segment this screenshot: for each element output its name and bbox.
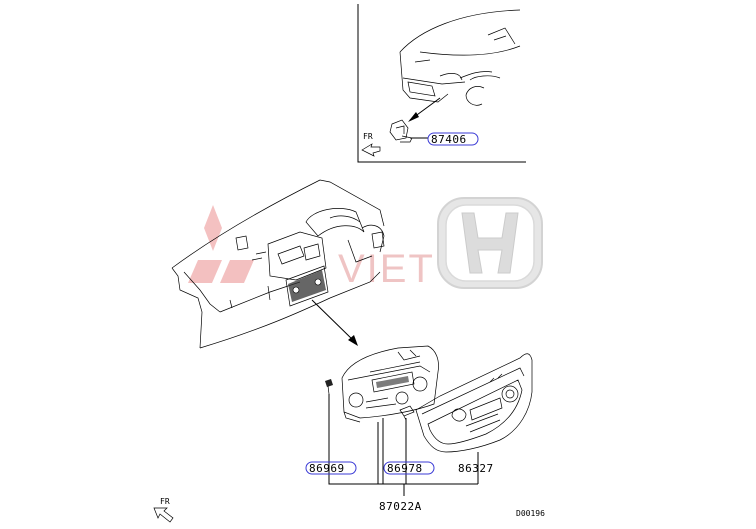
honda-logo xyxy=(437,197,543,289)
screw-part xyxy=(325,379,333,395)
fr-arrow-icon-main xyxy=(153,507,174,523)
bezel-panel xyxy=(415,353,533,453)
part-pill-86978 xyxy=(383,461,435,475)
part-label-86969[interactable]: 86969 xyxy=(309,462,345,475)
heater-control-unit xyxy=(325,345,439,423)
part-pill-87406 xyxy=(427,132,479,146)
part-pill-86969 xyxy=(305,461,357,475)
dashboard-outline xyxy=(171,179,385,349)
callout-lines xyxy=(328,394,479,496)
part-label-86327[interactable]: 86327 xyxy=(458,462,494,475)
detail-arrow xyxy=(311,299,356,343)
car-front-outline xyxy=(399,9,521,106)
clip-part xyxy=(399,405,415,421)
fr-label-inset: FR xyxy=(363,132,373,141)
watermark: VIET xyxy=(188,197,543,291)
inset-box: 87406 FR xyxy=(357,4,526,163)
part-label-86978[interactable]: 86978 xyxy=(387,462,423,475)
sensor-part xyxy=(389,119,413,143)
part-label-87022A[interactable]: 87022A xyxy=(379,500,422,513)
center-panel-highlight xyxy=(285,265,329,307)
fr-arrow-icon xyxy=(361,143,381,157)
watermark-text: VIET xyxy=(338,247,435,291)
diagram-code: D00196 xyxy=(516,509,545,518)
part-label-87406[interactable]: 87406 xyxy=(431,133,467,146)
fr-label-main: FR xyxy=(160,497,170,506)
three-diamond-logo xyxy=(188,205,254,283)
